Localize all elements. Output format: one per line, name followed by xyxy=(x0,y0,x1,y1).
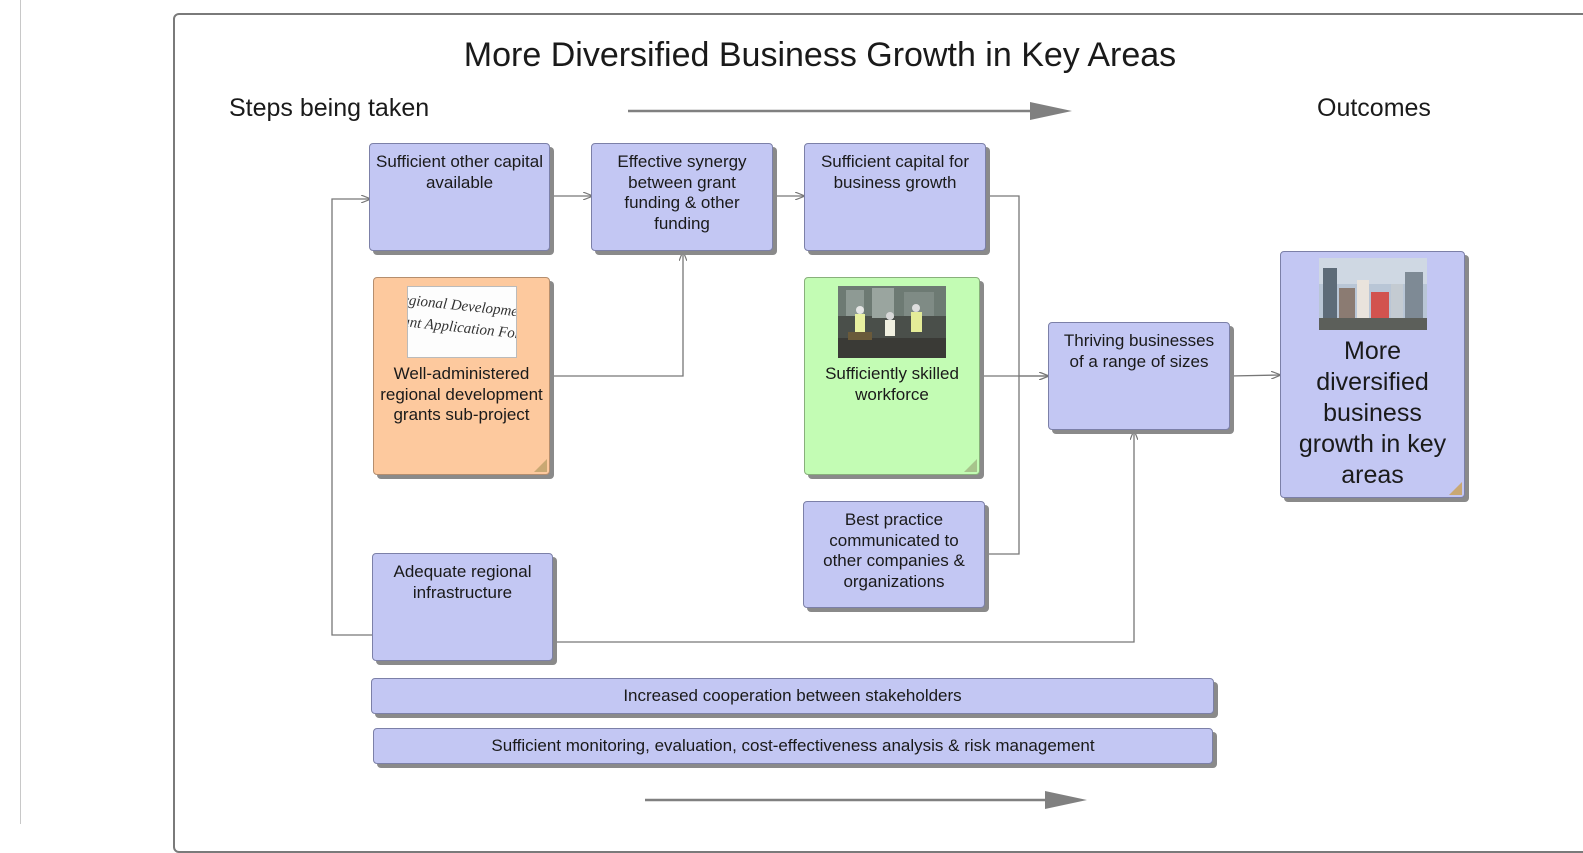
document-thumbnail: egional Developme ant Application For xyxy=(406,286,517,358)
left-divider xyxy=(20,0,21,824)
resize-corner-icon[interactable] xyxy=(1449,482,1462,495)
node-infrastructure[interactable]: Adequate regional infrastructure xyxy=(372,553,553,661)
node-grants-subproject-label: Well-administered regional development g… xyxy=(380,364,543,424)
node-workforce-label: Sufficiently skilled workforce xyxy=(825,364,959,404)
outcomes-heading: Outcomes xyxy=(1317,94,1431,122)
node-other-capital-label: Sufficient other capital available xyxy=(376,152,543,192)
node-thriving-businesses[interactable]: Thriving businesses of a range of sizes xyxy=(1048,322,1230,430)
resize-corner-icon[interactable] xyxy=(964,459,977,472)
node-grants-subproject[interactable]: egional Developme ant Application For We… xyxy=(373,277,550,475)
city-photo xyxy=(1318,258,1427,330)
node-sufficient-capital[interactable]: Sufficient capital for business growth xyxy=(804,143,986,251)
diagram-title: More Diversified Business Growth in Key … xyxy=(463,36,1177,74)
node-outcome[interactable]: More diversified business growth in key … xyxy=(1280,251,1465,498)
node-workforce[interactable]: Sufficiently skilled workforce xyxy=(804,277,980,475)
steps-heading: Steps being taken xyxy=(229,94,430,122)
node-infrastructure-label: Adequate regional infrastructure xyxy=(393,562,532,602)
node-thriving-businesses-label: Thriving businesses of a range of sizes xyxy=(1063,331,1215,371)
node-synergy-label: Effective synergy between grant funding … xyxy=(617,152,747,233)
node-outcome-label: More diversified business growth in key … xyxy=(1298,337,1447,489)
node-cooperation[interactable]: Increased cooperation between stakeholde… xyxy=(371,678,1214,714)
node-best-practice-label: Best practice communicated to other comp… xyxy=(823,510,965,591)
node-best-practice[interactable]: Best practice communicated to other comp… xyxy=(803,501,985,608)
node-synergy[interactable]: Effective synergy between grant funding … xyxy=(591,143,773,251)
resize-corner-icon[interactable] xyxy=(534,459,547,472)
node-monitoring[interactable]: Sufficient monitoring, evaluation, cost-… xyxy=(373,728,1213,764)
workers-photo xyxy=(838,286,946,358)
node-cooperation-label: Increased cooperation between stakeholde… xyxy=(623,686,962,705)
node-sufficient-capital-label: Sufficient capital for business growth xyxy=(820,152,970,192)
node-monitoring-label: Sufficient monitoring, evaluation, cost-… xyxy=(491,736,1095,755)
node-other-capital[interactable]: Sufficient other capital available xyxy=(369,143,550,251)
